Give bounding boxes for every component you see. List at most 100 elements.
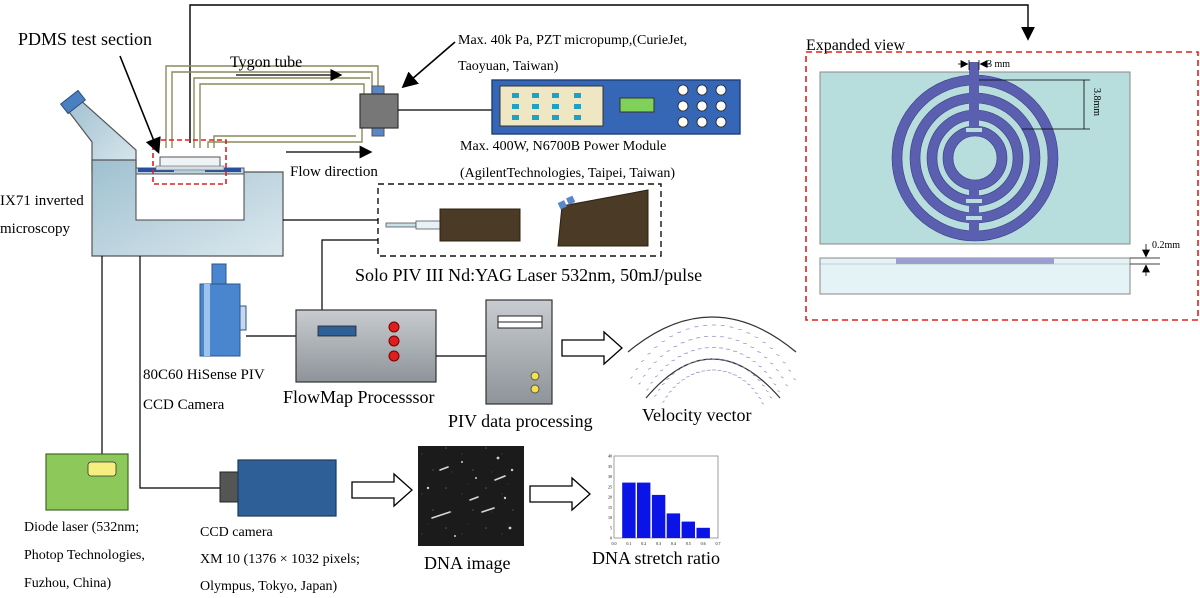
velocity-vector-mark: [777, 390, 780, 393]
velocity-vector-mark: [690, 373, 695, 375]
power-module: [491, 79, 741, 135]
velocity-vector-mark: [746, 356, 750, 359]
chart-bar: [651, 494, 666, 538]
chart-x-tick-label: 0.5: [686, 541, 691, 546]
velocity-vector-mark: [780, 376, 784, 379]
velocity-vector-mark: [690, 350, 695, 352]
ccd-label-line2: XM 10 (1376 × 1032 pixels;: [200, 552, 360, 567]
velocity-vector-mark: [665, 395, 669, 398]
velocity-vector-mark: [747, 370, 752, 373]
diode-label-line2: Photop Technologies,: [24, 548, 145, 563]
expanded-view-box: [805, 51, 1199, 321]
piv-camera-label-line2: CCD Camera: [143, 397, 225, 413]
pdms-test-section-label: PDMS test section: [18, 29, 152, 49]
velocity-vector-mark: [647, 367, 652, 370]
velocity-vector-mark: [677, 331, 682, 333]
flowmap-label: FlowMap Processsor: [283, 387, 435, 407]
velocity-vector-mark: [665, 364, 669, 367]
piv-processing-label: PIV data processing: [448, 411, 593, 431]
velocity-vector-mark: [770, 362, 774, 365]
micropump-callout-arrow: [401, 41, 456, 89]
chart-x-tick-label: 0.2: [641, 541, 646, 546]
velocity-vector-mark: [739, 353, 744, 355]
velocity-vector-mark: [688, 339, 693, 341]
expanded-view-title: Expanded view: [806, 37, 906, 54]
flowmap-processor: [295, 309, 437, 383]
chart-x-tick-label: 0.7: [716, 541, 721, 546]
velocity-vector-mark: [769, 347, 774, 350]
velocity-vector-mark: [763, 356, 768, 359]
dimension-gap-label: 3 mm: [987, 59, 1010, 70]
velocity-vector-mark: [659, 355, 664, 358]
velocity-vector-mark: [684, 352, 689, 354]
dimension-width: [979, 79, 1090, 130]
velocity-vector-mark: [653, 361, 657, 364]
nd-yag-laser: [385, 208, 521, 242]
velocity-vector-mark: [773, 383, 777, 386]
velocity-vector-mark: [754, 336, 759, 339]
flow-direction-label: Flow direction: [290, 164, 378, 180]
chart-y-tick-label: 20: [608, 495, 612, 500]
velocity-vector-mark: [735, 339, 740, 342]
velocity-vector-mark: [742, 379, 747, 382]
velocity-vector-mark: [793, 378, 796, 381]
chart-x-tick-label: 0.0: [612, 541, 617, 546]
chart-bar: [666, 513, 681, 538]
velocity-vector-mark: [752, 374, 757, 377]
image-to-chart-arrow: [529, 476, 591, 512]
dimension-width-label: 3.8mm: [1091, 88, 1102, 116]
chart-y-tick-label: 25: [608, 484, 612, 489]
velocity-vector-mark: [669, 335, 674, 338]
chart-y-tick-label: 30: [608, 474, 612, 479]
velocity-vector-mark: [737, 376, 742, 379]
dna-stretch-label: DNA stretch ratio: [592, 548, 720, 568]
chart-y-tick-label: 40: [608, 454, 612, 459]
velocity-vector-mark: [676, 369, 680, 372]
velocity-vector-mark: [641, 359, 645, 363]
dimension-depth-label: 0.2mm: [1152, 240, 1180, 251]
chart-bar: [681, 521, 695, 538]
dimension-depth: [1130, 244, 1160, 276]
tygon-tube-label: Tygon tube: [230, 54, 302, 71]
velocity-vector-mark: [736, 363, 741, 366]
chart-bar: [637, 482, 651, 538]
piv-camera-label-line1: 80C60 HiSense PIV: [143, 367, 265, 383]
velocity-vector-mark: [654, 394, 657, 397]
velocity-vector-mark: [630, 376, 633, 379]
velocity-vector-mark: [635, 367, 639, 371]
microscope-ccd-line: [139, 256, 220, 489]
piv-processing-computer: [485, 299, 553, 405]
velocity-vector-mark: [742, 366, 746, 369]
velocity-vector-mark: [732, 374, 737, 376]
chip-top-view: [819, 62, 1131, 245]
velocity-vector-mark: [746, 332, 751, 334]
ccd-camera: [219, 459, 337, 517]
chart-bar: [622, 482, 636, 538]
velocity-vector-mark: [730, 361, 735, 363]
velocity-vector-mark: [659, 369, 664, 372]
velocity-vector-mark: [746, 383, 751, 386]
velocity-vector-mark: [680, 342, 685, 344]
dna-image: [418, 446, 524, 546]
velocity-vector-mark: [677, 355, 682, 358]
velocity-vector-mark: [693, 360, 698, 363]
velocity-vector-mark: [776, 354, 780, 357]
velocity-vector-mark: [671, 373, 675, 376]
velocity-vector-mark: [647, 352, 651, 355]
ccd-to-image-arrow: [351, 472, 413, 508]
micropump: [359, 85, 399, 137]
velocity-vector-mark: [775, 369, 779, 372]
pdms-callout-arrow: [119, 55, 161, 154]
velocity-vector-mark: [757, 379, 761, 382]
velocity-vector-mark: [761, 384, 765, 387]
velocity-vector-mark: [761, 402, 765, 405]
velocity-vector-mark: [654, 346, 658, 349]
pc-to-vector-arrow: [561, 330, 623, 366]
chart-y-tick-label: 15: [608, 505, 612, 510]
velocity-vector-mark: [751, 387, 755, 390]
velocity-vector-mark: [743, 342, 747, 345]
velocity-vector-mark: [681, 378, 685, 381]
chart-y-tick-label: 5: [610, 525, 612, 530]
diode-laser: [45, 453, 129, 511]
